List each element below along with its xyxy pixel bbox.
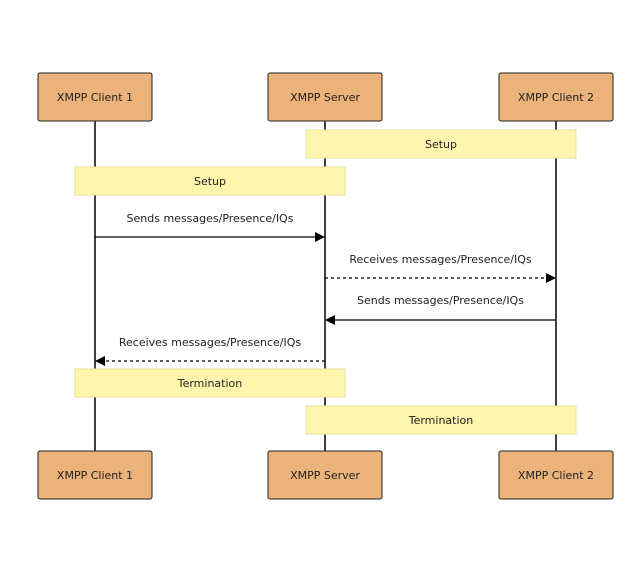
message-label: Sends messages/Presence/IQs (357, 294, 524, 307)
actor-client2-bottom: XMPP Client 2 (498, 450, 614, 500)
actor-client1-top: XMPP Client 1 (37, 72, 153, 122)
message-label: Receives messages/Presence/IQs (349, 253, 532, 266)
message-arrow: Sends messages/Presence/IQs (95, 212, 325, 242)
note-termination: Termination (305, 405, 577, 435)
message-label: Receives messages/Presence/IQs (119, 336, 302, 349)
actor-label: XMPP Client 2 (518, 91, 594, 104)
note-label: Termination (177, 377, 243, 390)
message-label: Sends messages/Presence/IQs (127, 212, 294, 225)
note-termination: Termination (74, 368, 346, 398)
note-setup: Setup (74, 166, 346, 196)
actor-client2-top: XMPP Client 2 (498, 72, 614, 122)
actor-label: XMPP Client 1 (57, 469, 133, 482)
message-arrow: Receives messages/Presence/IQs (95, 336, 325, 366)
actor-label: XMPP Server (290, 91, 360, 104)
actor-label: XMPP Client 2 (518, 469, 594, 482)
note-setup: Setup (305, 129, 577, 159)
note-label: Setup (425, 138, 457, 151)
actor-label: XMPP Server (290, 469, 360, 482)
actor-server-bottom: XMPP Server (267, 450, 383, 500)
actor-server-top: XMPP Server (267, 72, 383, 122)
note-label: Setup (194, 175, 226, 188)
message-arrow: Sends messages/Presence/IQs (325, 294, 556, 325)
actor-client1-bottom: XMPP Client 1 (37, 450, 153, 500)
note-label: Termination (408, 414, 474, 427)
message-arrow: Receives messages/Presence/IQs (325, 253, 556, 283)
actor-label: XMPP Client 1 (57, 91, 133, 104)
